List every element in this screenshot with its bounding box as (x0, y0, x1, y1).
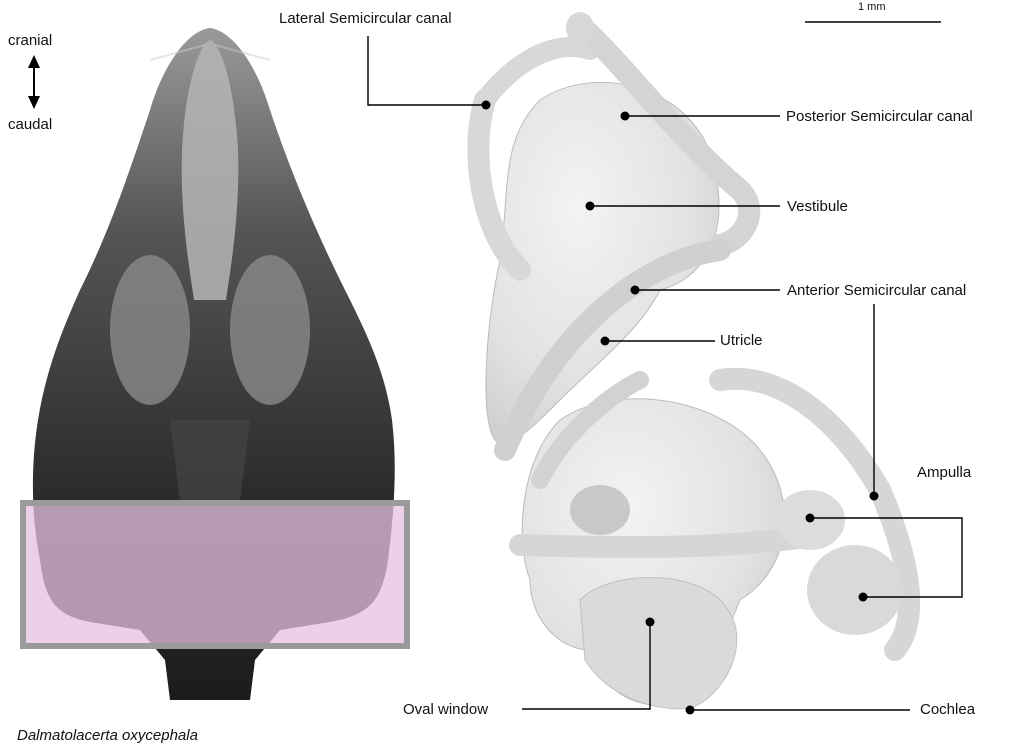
orientation-arrow (28, 55, 40, 109)
oval-window-label: Oval window (403, 702, 488, 717)
anterior-canal-label: Anterior Semicircular canal (787, 283, 966, 298)
cochlea-label: Cochlea (920, 702, 975, 717)
scale-bar-label: 1 mm (858, 2, 886, 13)
cranial-label: cranial (8, 33, 52, 48)
lateral-canal-label: Lateral Semicircular canal (279, 11, 452, 26)
inner-ear-upper (478, 12, 749, 450)
ampulla-label: Ampulla (917, 465, 971, 480)
vestibule-label: Vestibule (787, 199, 848, 214)
posterior-canal-label: Posterior Semicircular canal (786, 109, 973, 124)
utricle-label: Utricle (720, 333, 763, 348)
inner-ear-lower (520, 379, 909, 709)
species-caption: Dalmatolacerta oxycephala (17, 728, 198, 743)
highlight-box (23, 503, 407, 646)
caudal-label: caudal (8, 117, 52, 132)
